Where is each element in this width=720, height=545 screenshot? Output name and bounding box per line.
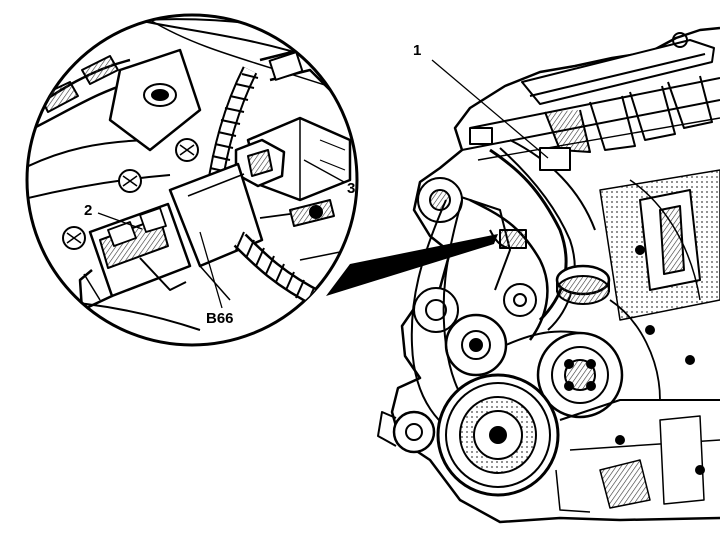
- connector-2: [78, 202, 192, 312]
- leader-2: [97, 212, 143, 230]
- leader-lines: [97, 59, 549, 309]
- sensor-b66-body: [168, 162, 264, 268]
- callout-label-3: 3: [347, 180, 356, 197]
- bolt-heads: [62, 138, 199, 250]
- corrugated-hose-lower: [233, 231, 325, 309]
- magnifier-pointer: [326, 234, 498, 296]
- engine-block: [377, 26, 720, 524]
- callout-label-1: 1: [413, 42, 422, 59]
- callout-label-b66: B66: [206, 310, 234, 327]
- leader-1: [431, 59, 549, 159]
- callout-label-2: 2: [84, 202, 93, 219]
- leader-3: [303, 159, 345, 183]
- leader-b66: [199, 231, 223, 309]
- engine-outline: [390, 26, 720, 524]
- detail-circle: [25, 13, 359, 347]
